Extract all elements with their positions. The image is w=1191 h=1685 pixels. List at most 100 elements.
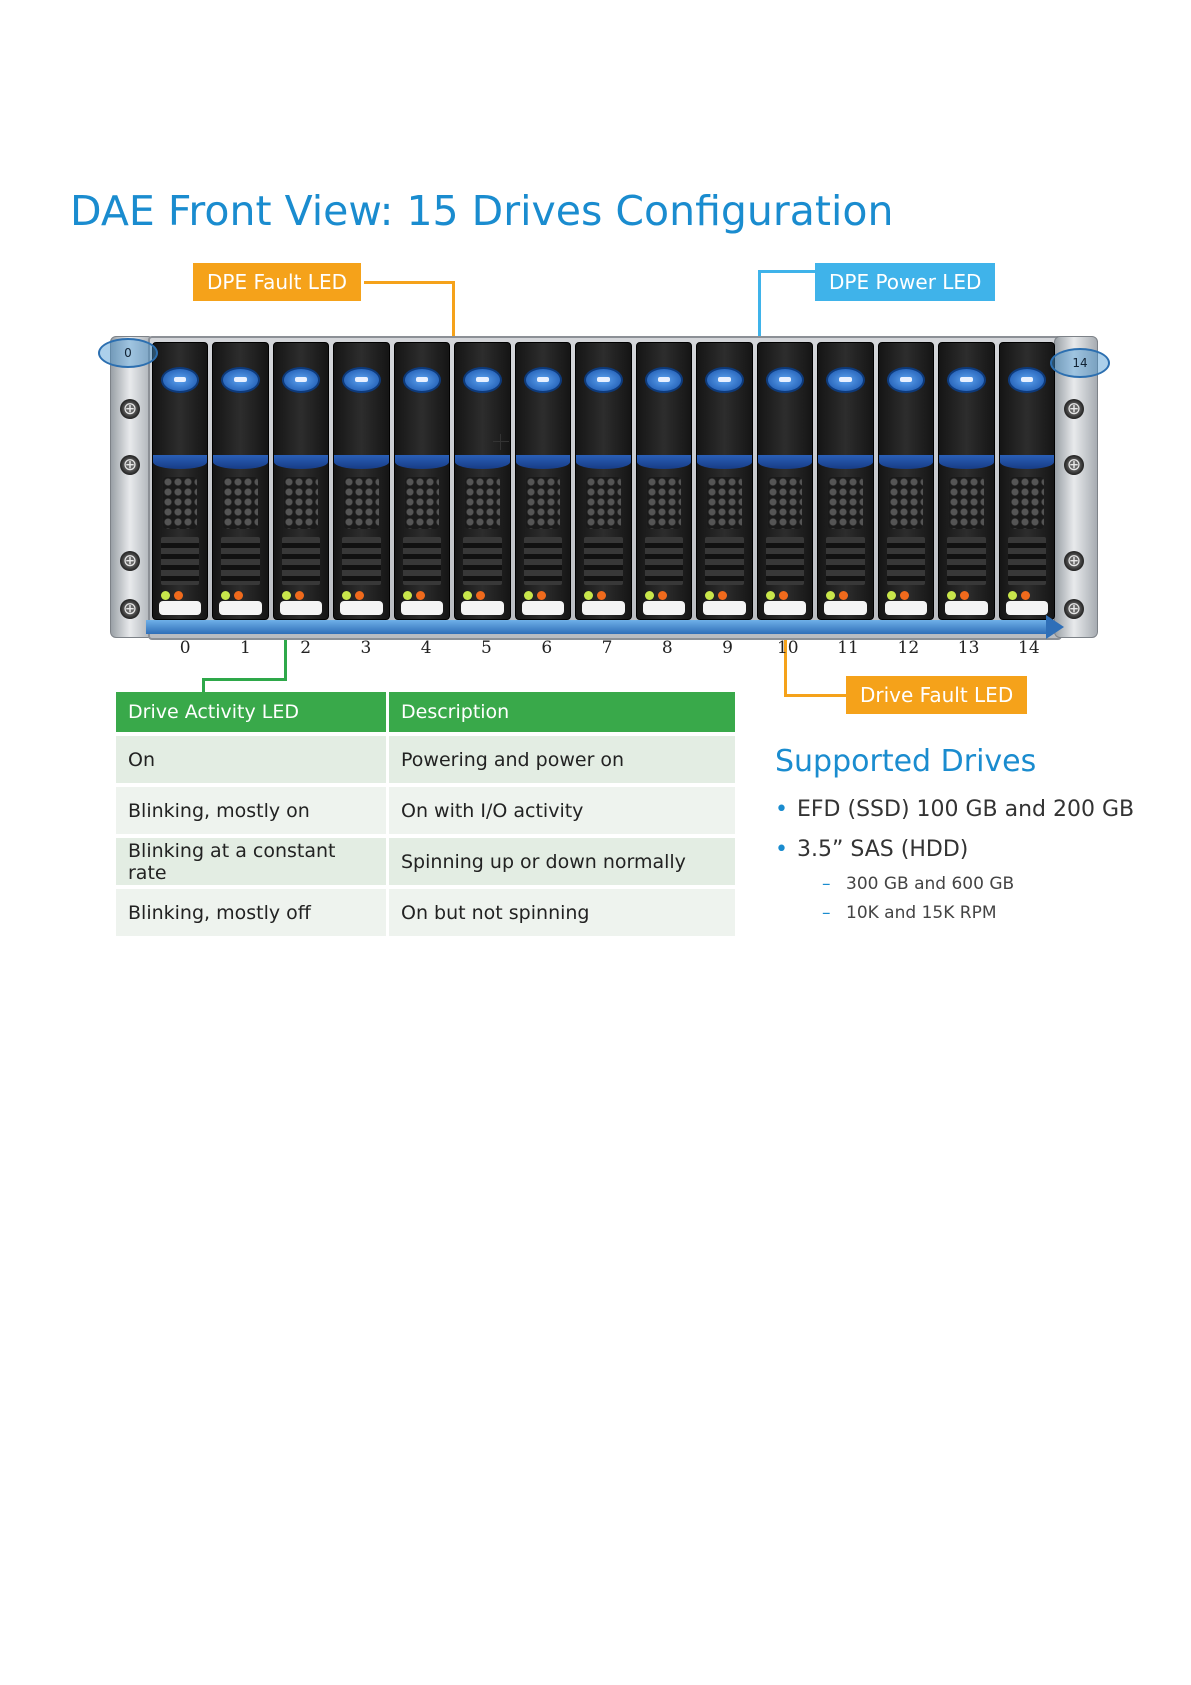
drive-handle[interactable]: [521, 601, 565, 615]
drive-fault-led: [657, 591, 667, 600]
drive-fault-led: [1020, 591, 1030, 600]
drive-activity-led: [402, 591, 412, 600]
drive-handle[interactable]: [400, 601, 444, 615]
drive-latch-icon: [342, 367, 381, 393]
drive-activity-led: [947, 591, 957, 600]
table-cell-description: On with I/O activity: [389, 787, 738, 834]
drive-11[interactable]: [817, 342, 874, 620]
drive-latch-icon: [463, 367, 502, 393]
drive-fault-leader-h: [784, 694, 848, 697]
drive-activity-led: [886, 591, 896, 600]
drive-handle[interactable]: [219, 601, 262, 615]
slot-number: 1: [239, 638, 251, 658]
drive-latch-icon: [281, 367, 321, 393]
table-header-led: Drive Activity LED: [116, 692, 389, 732]
table-cell-state: Blinking at a constant rate: [116, 838, 389, 885]
drive-fault-led: [355, 591, 365, 600]
table-cell-state: Blinking, mostly on: [116, 787, 389, 834]
drive-1[interactable]: [212, 342, 269, 620]
drive-9[interactable]: [696, 342, 753, 620]
drive-5[interactable]: [454, 342, 511, 620]
drive-14[interactable]: [998, 342, 1056, 620]
drive-handle[interactable]: [582, 601, 625, 615]
drive-latch-icon: [705, 367, 744, 393]
screw-icon: ⊕: [120, 599, 140, 619]
table-cell-state: Blinking, mostly off: [116, 889, 389, 936]
table-row: Blinking, mostly on On with I/O activity: [116, 787, 738, 834]
drive-fault-led: [476, 591, 486, 600]
drive-fault-led: [718, 591, 728, 600]
sas-drive-sublist: 300 GB and 600 GB 10K and 15K RPM: [822, 870, 1014, 928]
drive-12[interactable]: [877, 342, 935, 620]
drive-2[interactable]: [272, 342, 330, 620]
drive-activity-led: [584, 591, 594, 600]
screw-icon: ⊕: [120, 455, 140, 475]
drive-latch-icon: [886, 367, 926, 393]
drive-8[interactable]: [635, 342, 693, 620]
drive-bay: [152, 342, 1056, 620]
drive-4[interactable]: [393, 342, 451, 620]
drive-activity-led: [221, 591, 231, 600]
screw-icon: ⊕: [1064, 551, 1084, 571]
drive-fault-led: [174, 591, 183, 600]
drive-0[interactable]: [152, 342, 209, 620]
drive-13[interactable]: [938, 342, 995, 620]
drive-10[interactable]: [756, 342, 814, 620]
list-item: 300 GB and 600 GB: [822, 870, 1014, 899]
drive-activity-led: [705, 591, 715, 600]
dpe-fault-leader-h: [364, 281, 454, 284]
slot-number: 0: [179, 638, 191, 658]
drive-fault-led: [899, 591, 909, 600]
drive-handle[interactable]: [1005, 601, 1049, 615]
drive-3[interactable]: [333, 342, 390, 620]
crosshair-cursor-icon: [493, 434, 509, 450]
drive-handle[interactable]: [279, 601, 323, 615]
slot-number: 12: [897, 638, 920, 658]
table-row: On Powering and power on: [116, 736, 738, 783]
drive-fault-led: [839, 591, 849, 600]
table-cell-description: Powering and power on: [389, 736, 738, 783]
drive-latch-icon: [765, 367, 805, 393]
drive-activity-led: [463, 591, 473, 600]
table-row: Blinking at a constant rate Spinning up …: [116, 838, 738, 885]
drive-7[interactable]: [575, 342, 632, 620]
dpe-power-led-callout: DPE Power LED: [815, 263, 996, 301]
drive-latch-icon: [523, 367, 563, 393]
drive-handle[interactable]: [340, 601, 383, 615]
list-item: 10K and 15K RPM: [822, 899, 1014, 928]
list-item: EFD (SSD) 100 GB and 200 GB: [775, 790, 1134, 830]
drive-latch-icon: [947, 367, 986, 393]
drive-handle[interactable]: [642, 601, 686, 615]
supported-drives-list: EFD (SSD) 100 GB and 200 GB 3.5” SAS (HD…: [775, 790, 1134, 870]
slot-number: 3: [360, 638, 372, 658]
slot-order-arrow-icon: [146, 615, 1064, 639]
drive-latch-icon: [644, 367, 684, 393]
dpe-fault-led-callout: DPE Fault LED: [193, 263, 361, 301]
dpe-power-leader-h: [760, 270, 816, 273]
drive-handle[interactable]: [159, 601, 202, 615]
drive-handle[interactable]: [461, 601, 504, 615]
drive-handle[interactable]: [824, 601, 867, 615]
table-cell-description: On but not spinning: [389, 889, 738, 936]
slot-number: 9: [722, 638, 733, 658]
table-row: Blinking, mostly off On but not spinning: [116, 889, 738, 936]
drive-activity-led: [826, 591, 836, 600]
page-title: DAE Front View: 15 Drives Configuration: [70, 187, 894, 235]
drive-activity-led: [1007, 591, 1017, 600]
table-cell-description: Spinning up or down normally: [389, 838, 738, 885]
screw-icon: ⊕: [120, 399, 140, 419]
drive-handle[interactable]: [763, 601, 807, 615]
drive-fault-led: [536, 591, 546, 600]
drive-latch-icon: [584, 367, 623, 393]
drive-6[interactable]: [514, 342, 572, 620]
drive-fault-led: [234, 591, 244, 600]
drive-latch-icon: [1007, 367, 1047, 393]
drive-handle[interactable]: [945, 601, 988, 615]
slot-number: 11: [837, 638, 859, 658]
drive-fault-led: [597, 591, 607, 600]
table-header-description: Description: [389, 692, 738, 732]
slot-number: 13: [957, 638, 980, 658]
drive-handle[interactable]: [884, 601, 928, 615]
slot-number: 4: [420, 638, 432, 658]
drive-handle[interactable]: [703, 601, 746, 615]
